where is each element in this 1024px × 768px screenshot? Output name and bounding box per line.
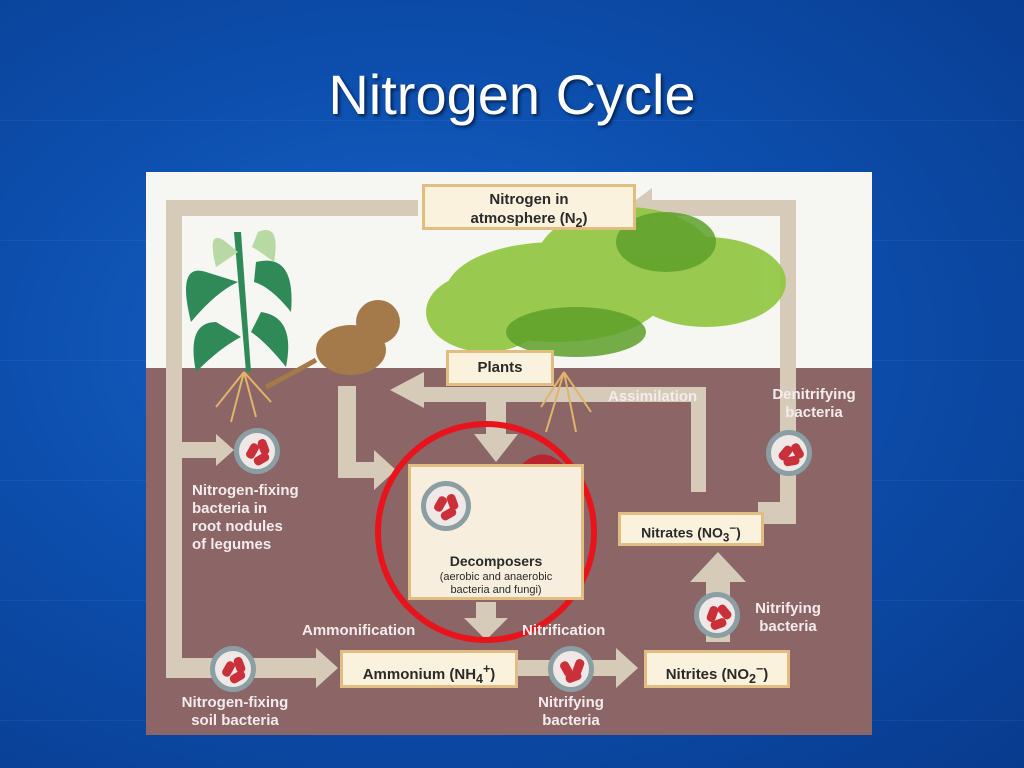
ammonium-superscript: +: [482, 662, 491, 676]
nitrates-close: ): [736, 524, 741, 541]
decomposers-title: Decomposers: [449, 553, 543, 569]
nitrifying-bottom-bacteria-icon: [548, 646, 594, 692]
nitrifying-bottom-line1: Nitrifying: [538, 694, 604, 711]
nitrites-label: Nitrites (NO2−): [644, 650, 790, 688]
nodules-label: Nitrogen-fixing bacteria in root nodules…: [192, 482, 299, 554]
ammonium-label: Ammonium (NH4+): [340, 650, 518, 688]
decomposers-line1: (aerobic and anaerobic: [439, 571, 553, 583]
atmosphere-line1: Nitrogen in: [489, 191, 569, 208]
denitrifying-line1: Denitrifying: [772, 386, 856, 403]
soil-bacteria-icon: [210, 646, 256, 692]
atmosphere-close: ): [582, 210, 588, 227]
slide-title: Nitrogen Cycle: [328, 63, 696, 126]
ammonification-label: Ammonification: [302, 622, 416, 639]
nodules-line1: Nitrogen-fixing: [192, 482, 299, 499]
nitrifying-right-line2: bacteria: [759, 618, 817, 635]
plants-label: Plants: [446, 350, 554, 386]
denitrifying-line2: bacteria: [785, 404, 843, 421]
ammonium-text: Ammonium (NH: [362, 666, 477, 683]
grid-line: [0, 120, 1024, 121]
flow-arrows: [166, 188, 796, 688]
soil-bacteria-line2: soil bacteria: [191, 712, 279, 729]
nitrites-text: Nitrites (NO: [665, 666, 750, 683]
denitrifying-bacteria-icon: [766, 430, 812, 476]
nitrifying-right-line1: Nitrifying: [755, 600, 821, 617]
denitrifying-label: Denitrifying bacteria: [762, 386, 866, 422]
decomposer-bacteria-icon: [421, 481, 471, 531]
nitrates-superscript: −: [729, 522, 737, 535]
atmosphere-subscript: 2: [575, 216, 583, 230]
nitrites-subscript: 2: [749, 672, 756, 686]
nitrates-text: Nitrates (NO: [641, 524, 723, 541]
nodules-line4: of legumes: [192, 536, 272, 553]
nitrogen-cycle-diagram: Nitrogen in atmosphere (N2) Plants Assim…: [146, 172, 872, 735]
nitrification-label: Nitrification: [522, 622, 606, 639]
decomposers-detail: (aerobic and anaerobic bacteria and fung…: [411, 571, 581, 597]
assimilation-label: Assimilation: [608, 388, 698, 405]
decomposers-box: Decomposers (aerobic and anaerobic bacte…: [408, 464, 584, 600]
nitrifying-right-label: Nitrifying bacteria: [748, 600, 828, 636]
nitrifying-right-bacteria-icon: [694, 592, 740, 638]
nitrates-label: Nitrates (NO3−): [618, 512, 764, 546]
atmosphere-line2: atmosphere (N: [470, 210, 576, 227]
nitrites-superscript: −: [755, 662, 764, 676]
ammonium-subscript: 4: [476, 672, 483, 686]
nitrifying-bottom-line2: bacteria: [542, 712, 600, 729]
nitrites-close: ): [763, 666, 769, 683]
atmosphere-label: Nitrogen in atmosphere (N2): [422, 184, 636, 230]
nodule-bacteria-icon: [234, 428, 280, 474]
decomposers-line2: bacteria and fungi): [450, 584, 542, 596]
nodules-line2: bacteria in: [192, 500, 268, 517]
soil-bacteria-label: Nitrogen-fixing soil bacteria: [170, 694, 300, 730]
soil-bacteria-line1: Nitrogen-fixing: [181, 694, 289, 711]
ammonium-close: ): [490, 666, 496, 683]
nodules-line3: root nodules: [192, 518, 283, 535]
nitrifying-bottom-label: Nitrifying bacteria: [526, 694, 616, 730]
nitrates-subscript: 3: [722, 531, 730, 545]
